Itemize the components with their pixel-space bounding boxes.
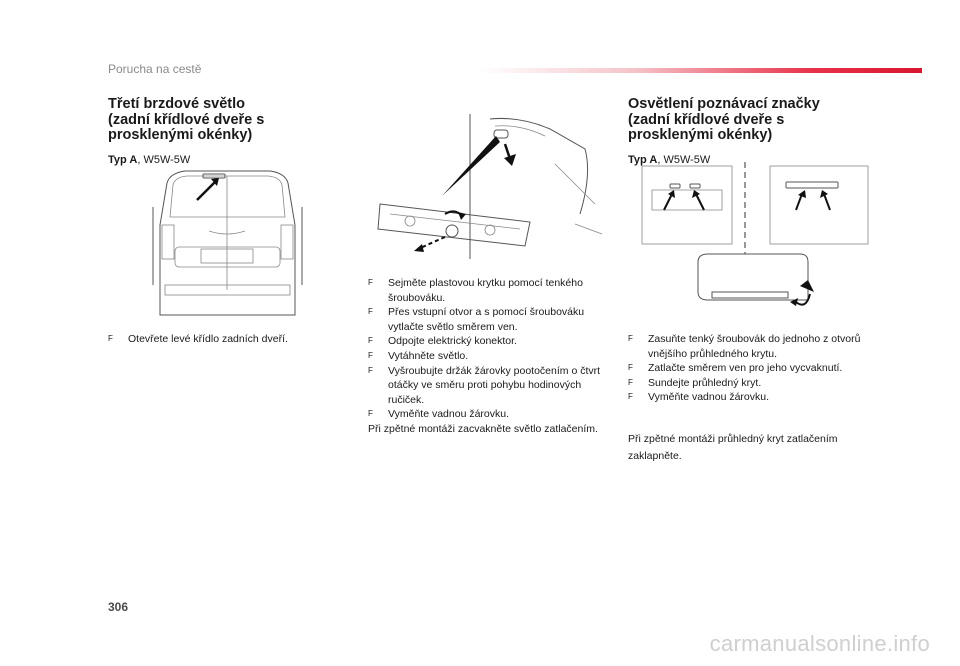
bullet-icon: F xyxy=(628,363,633,373)
bullet-icon: F xyxy=(628,334,633,343)
section-title: Osvětlení poznávací značky (zadní křídlo… xyxy=(628,96,820,143)
bullet-icon: F xyxy=(368,278,373,287)
chapter-title: Porucha na cestě xyxy=(108,62,202,76)
bullet-icon: F xyxy=(368,409,373,419)
bulb-type: Typ A, W5W-5W xyxy=(108,153,191,166)
header-accent-bar xyxy=(480,68,922,73)
bullet-icon: F xyxy=(368,350,373,360)
bullet-icon: F xyxy=(628,377,633,387)
bullet-icon: F xyxy=(108,334,113,343)
bullet-icon: F xyxy=(368,307,373,317)
page-number: 306 xyxy=(108,600,129,614)
reassembly-note: Při zpětné montáži zacvakněte světlo zat… xyxy=(368,422,598,435)
reassembly-note: Při zpětné montáži průhledný kryt zatlač… xyxy=(628,432,838,462)
bullet-icon: F xyxy=(368,336,373,346)
plate-light-illustration xyxy=(641,162,869,306)
section-brake-light: Třetí brzdové světlo (zadní křídlové dve… xyxy=(108,96,318,166)
brake-light-removal-illustration xyxy=(377,114,603,259)
bullet-icon: F xyxy=(628,392,633,402)
watermark: carmanualsonline.info xyxy=(709,631,930,656)
bulb-type: Typ A, W5W-5W xyxy=(628,153,711,166)
bullet-icon: F xyxy=(368,365,373,375)
section-title: Třetí brzdové světlo (zadní křídlové dve… xyxy=(108,96,265,143)
section-plate-light: Osvětlení poznávací značky (zadní křídlo… xyxy=(628,96,868,166)
van-rear-illustration xyxy=(152,170,303,316)
